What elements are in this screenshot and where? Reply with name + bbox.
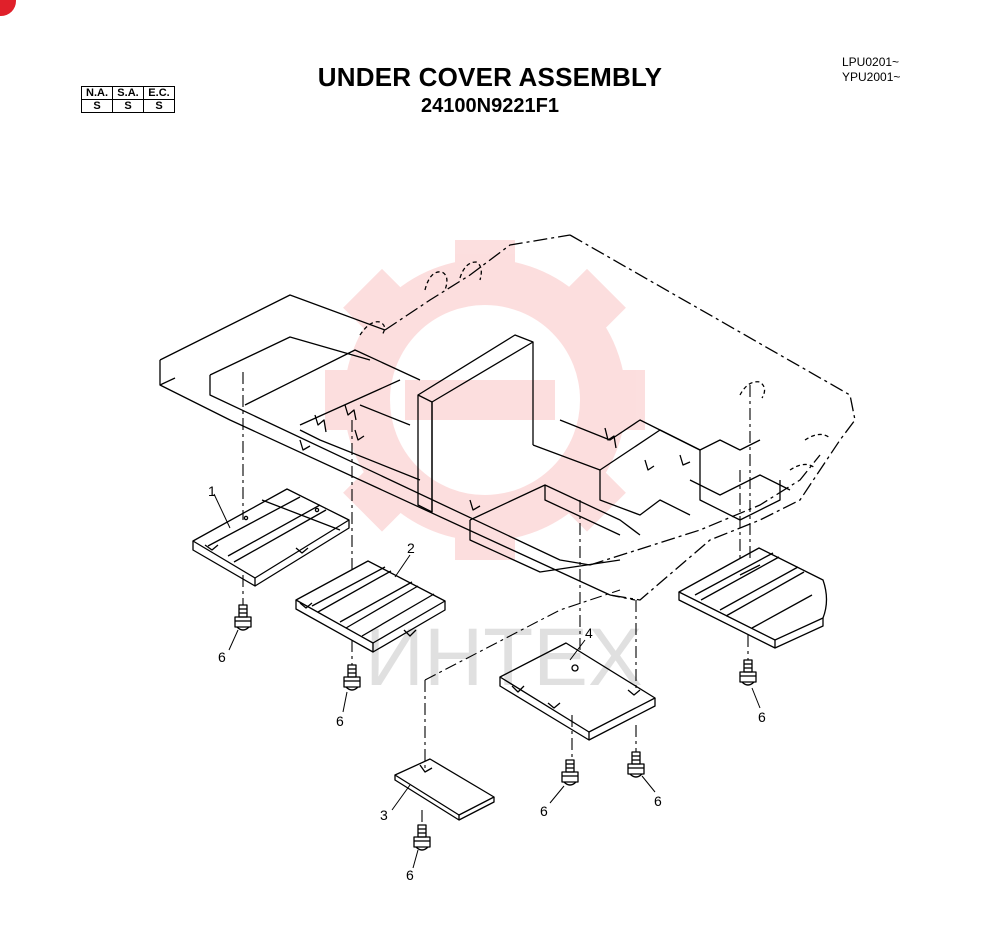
region-table: N.A. S.A. E.C. S S S [81,86,175,113]
under-cover-part-1 [192,488,350,587]
callout-4: 4 [585,625,593,641]
callout-leaders [213,493,761,869]
callout-2: 2 [407,540,415,556]
bolt-3-icon [413,824,431,851]
watermark-gear-icon [325,240,645,560]
region-value-na: S [81,99,113,113]
callout-1: 1 [208,483,216,499]
bolt-2-icon [343,664,361,691]
page-title: UNDER COVER ASSEMBLY [317,62,663,92]
under-cover-part-4 [499,642,656,741]
leader-lines [242,372,751,825]
bolt-5-icon [627,751,645,778]
callout-6-a: 6 [218,649,226,665]
bolt-6-icon [739,659,757,686]
under-cover-part-2 [295,560,446,653]
part-number: 24100N9221F1 [421,95,559,117]
serial-range-2: YPU2001~ [842,70,901,84]
bolt-1-icon [234,604,252,631]
callout-6-d: 6 [540,803,548,819]
callout-6-e: 6 [654,793,662,809]
callout-6-c: 6 [406,867,414,883]
bolt-4-icon [561,759,579,786]
serial-ranges: LPU0201~ YPU2001~ [842,55,900,85]
callout-6-f: 6 [758,709,766,725]
under-cover-part-3 [394,758,495,821]
watermark-text: ИНТЕХ [365,612,643,703]
serial-range-1: LPU0201~ [842,55,900,69]
callout-3: 3 [380,807,388,823]
region-value-ec: S [143,99,175,113]
callout-6-b: 6 [336,713,344,729]
under-cover-right [678,547,828,649]
region-header-ec: E.C. [143,86,175,100]
